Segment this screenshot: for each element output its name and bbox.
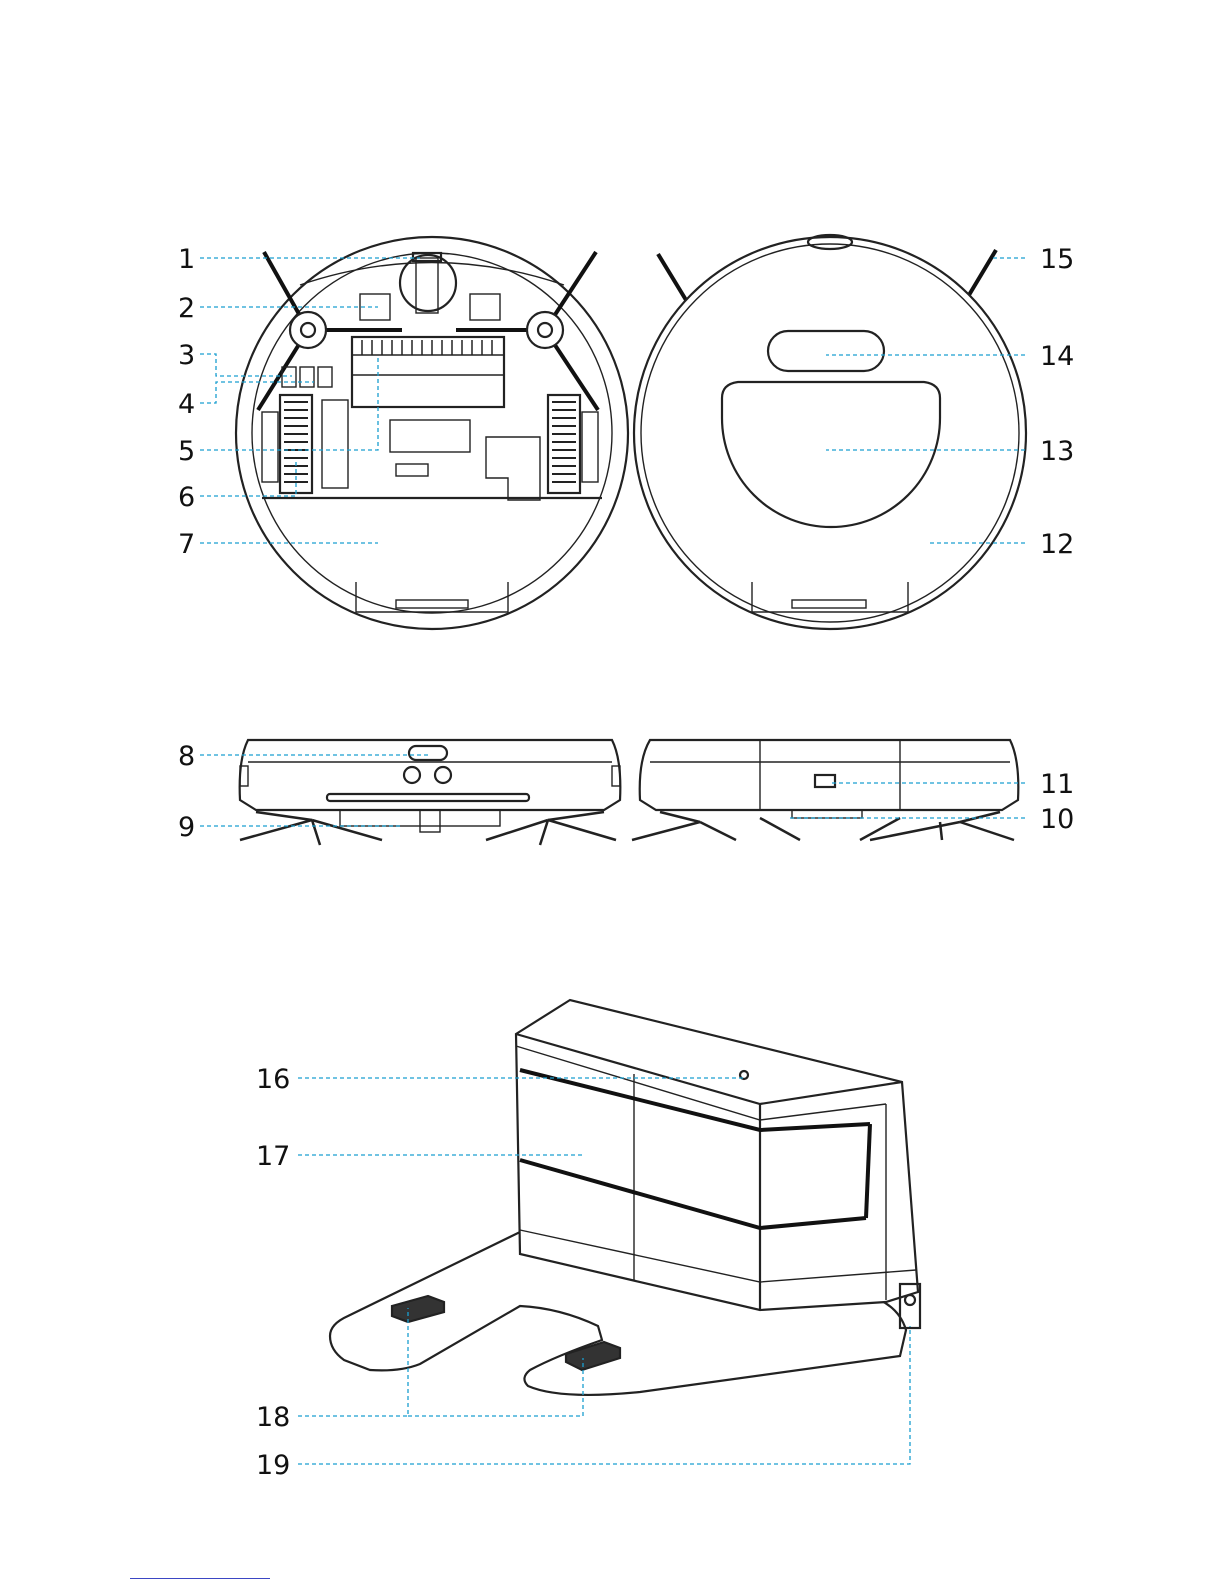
callout-18: 18 [256, 1402, 290, 1433]
robot-rear-side-view [632, 740, 1018, 840]
callout-4: 4 [178, 389, 195, 420]
callout-14: 14 [1040, 341, 1074, 372]
callout-16: 16 [256, 1064, 290, 1095]
callout-3: 3 [178, 340, 195, 371]
right-side-brush [456, 252, 598, 410]
callout-1: 1 [178, 244, 195, 275]
callout-7: 7 [178, 529, 195, 560]
callout-19: 19 [256, 1450, 290, 1481]
docking-station [330, 1000, 920, 1395]
robot-top-view [634, 235, 1026, 629]
robot-front-side-view [240, 740, 621, 845]
callout-5: 5 [178, 436, 195, 467]
callout-12: 12 [1040, 529, 1074, 560]
callout-6: 6 [178, 482, 195, 513]
callout-17: 17 [256, 1141, 290, 1172]
robot-bottom-view [236, 237, 628, 629]
callout-15: 15 [1040, 244, 1074, 275]
callout-8: 8 [178, 741, 195, 772]
callout-9: 9 [178, 812, 195, 843]
callout-13: 13 [1040, 436, 1074, 467]
callout-2: 2 [178, 293, 195, 324]
callout-11: 11 [1040, 769, 1074, 800]
footer-rule [130, 1578, 270, 1579]
callout-10: 10 [1040, 804, 1074, 835]
